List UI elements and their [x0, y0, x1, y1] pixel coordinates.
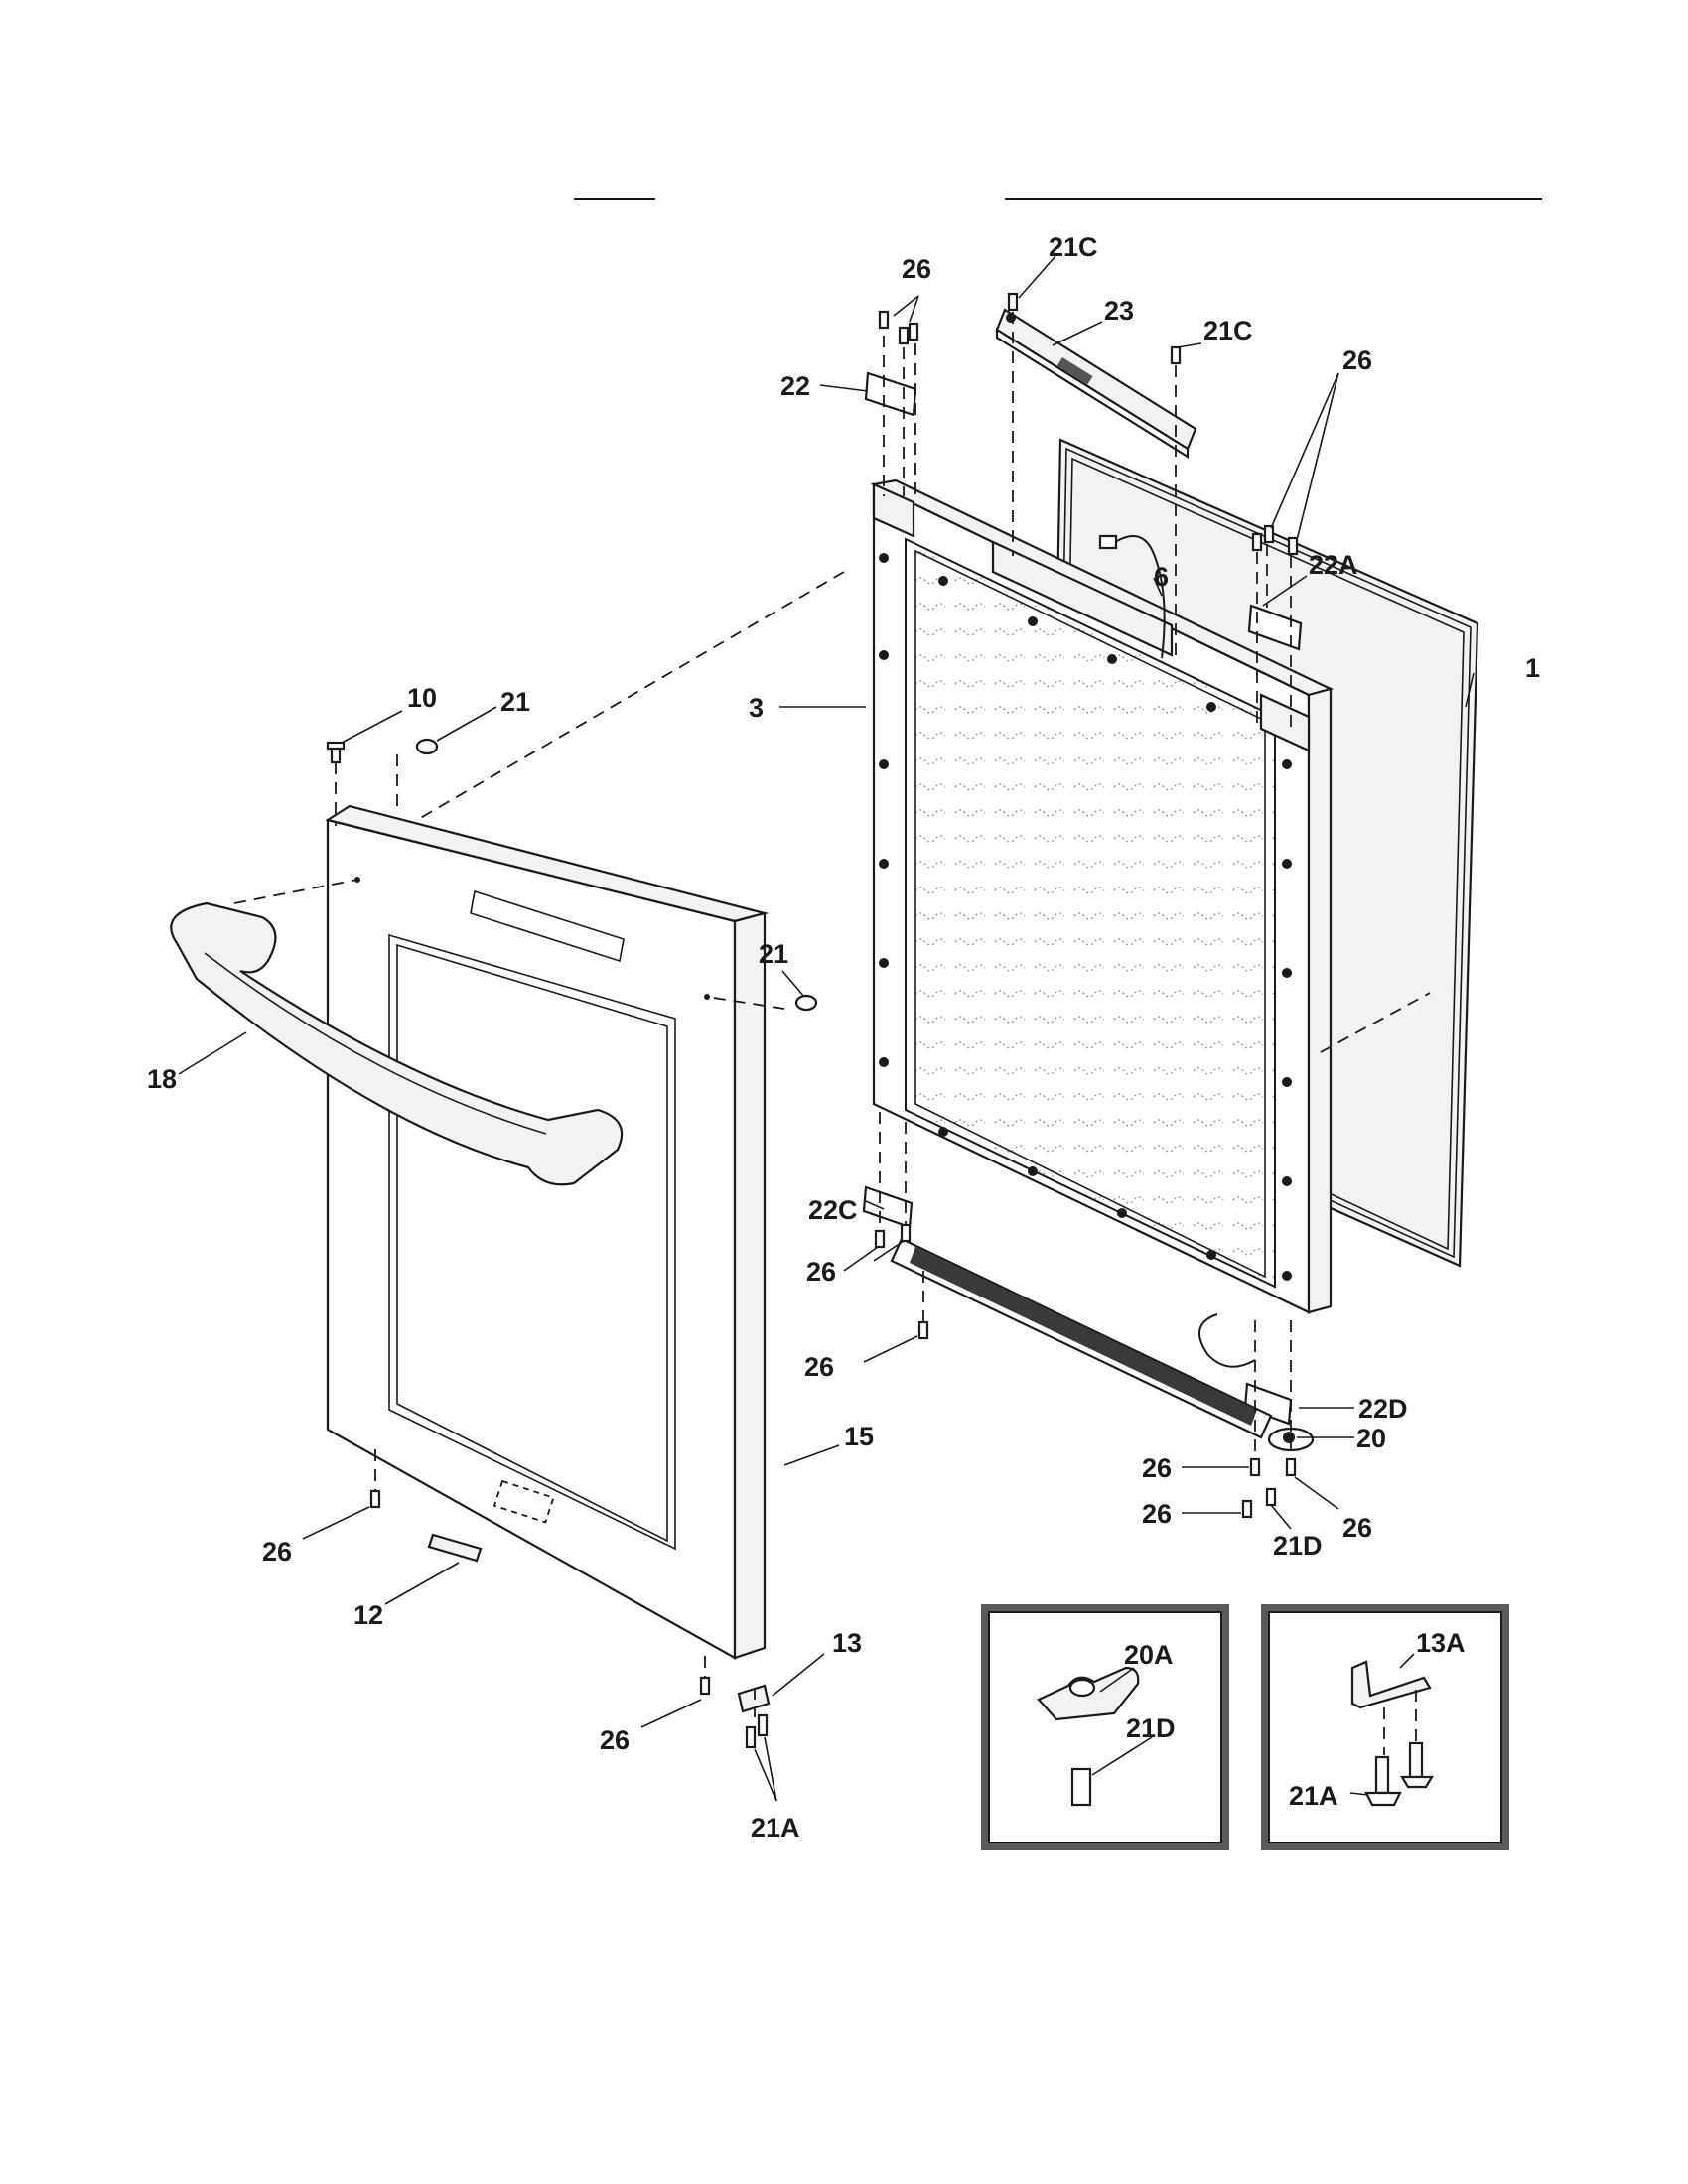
callout-labels: 26 21C 23 21C 22 26 6 22A 1 3 10 21 21 1…	[147, 232, 1540, 1843]
label-15: 15	[844, 1422, 874, 1451]
control-board	[995, 308, 1197, 459]
hinge-plate-22c	[862, 1185, 914, 1229]
label-22d: 22D	[1358, 1394, 1408, 1424]
screw-26-door-bottom-right	[699, 1676, 711, 1696]
screws-26-hinge-bottom	[1241, 1457, 1297, 1519]
bottom-vent-strip	[890, 1237, 1273, 1439]
label-26-hinge-c: 26	[1342, 1513, 1372, 1543]
inset-bracket	[1261, 1604, 1509, 1850]
label-22: 22	[780, 371, 810, 401]
screws-21a	[745, 1713, 769, 1749]
screws-26-top	[878, 310, 919, 345]
label-26-door-bottom: 26	[600, 1725, 630, 1755]
screws-26-right	[1251, 524, 1299, 556]
label-1: 1	[1525, 653, 1540, 683]
label-26-lower-mid: 26	[804, 1352, 834, 1382]
label-26-top: 26	[902, 254, 931, 284]
inner-door-panel	[870, 478, 1335, 1314]
outer-door	[325, 804, 770, 1660]
label-21d-inset: 21D	[1126, 1713, 1176, 1743]
label-21c-right: 21C	[1203, 316, 1253, 345]
bracket-13	[737, 1684, 771, 1713]
screw-21-top	[415, 738, 439, 755]
screw-10	[326, 741, 346, 764]
hinge-plate-22d	[1243, 1382, 1293, 1426]
label-3: 3	[749, 693, 764, 723]
label-26-lower-left: 26	[806, 1257, 836, 1287]
label-26-hinge-a: 26	[1142, 1453, 1172, 1483]
hinge-plate-22	[864, 371, 917, 417]
label-21c-top: 21C	[1049, 232, 1098, 262]
wire-harness-bottom	[1198, 1313, 1256, 1368]
label-21a: 21A	[751, 1813, 800, 1843]
wire-harness-top	[1111, 535, 1166, 659]
label-21a-inset: 21A	[1289, 1781, 1338, 1811]
screw-21c-b	[1170, 345, 1182, 365]
label-23: 23	[1104, 296, 1134, 326]
label-20a: 20A	[1124, 1640, 1174, 1670]
inset-hinge-pin	[981, 1604, 1229, 1850]
hinge-plate-22a	[1247, 604, 1303, 651]
label-22a: 22A	[1309, 550, 1358, 580]
label-13: 13	[832, 1628, 862, 1658]
screw-21-mid	[794, 994, 818, 1012]
label-22c: 22C	[808, 1195, 858, 1225]
label-18: 18	[147, 1064, 177, 1094]
panel-screw-holes	[879, 553, 1292, 1281]
label-21-mid: 21	[759, 939, 788, 969]
label-12: 12	[353, 1600, 383, 1630]
label-6: 6	[1154, 562, 1169, 592]
logo-badge	[427, 1533, 483, 1563]
label-10: 10	[407, 683, 437, 713]
door-handle	[170, 901, 624, 1186]
screw-21c-a	[1007, 292, 1019, 312]
label-26-door-left: 26	[262, 1537, 292, 1567]
leader-lines	[178, 255, 1475, 1802]
label-21-top: 21	[500, 687, 530, 717]
label-21d: 21D	[1273, 1531, 1323, 1561]
label-13a: 13A	[1416, 1628, 1466, 1658]
label-20: 20	[1356, 1424, 1386, 1453]
assembly-lines	[233, 312, 1431, 1717]
screw-26-door-bottom-left	[369, 1489, 381, 1509]
label-26-right: 26	[1342, 345, 1372, 375]
label-26-hinge-b: 26	[1142, 1499, 1172, 1529]
